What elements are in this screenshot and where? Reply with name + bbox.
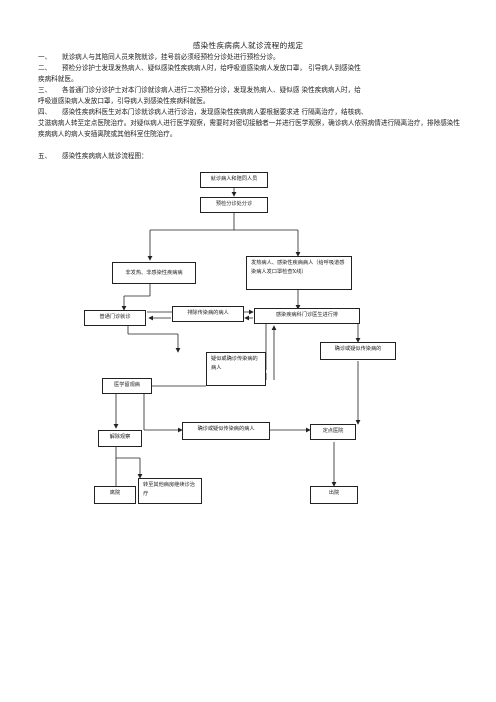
rule-1-text: 就诊病人与其陪同人员来院就诊，挂号前必须经预检分诊处进行预检分诊。 <box>62 53 280 61</box>
node-released: 解除观察 <box>98 430 142 447</box>
page-title: 感染性疾病病人就诊流程的规定 <box>192 41 304 50</box>
rule-3-text: 各普通门诊分诊护士对本门诊就诊病人进行二次预检分诊，发现发热病人、疑似感 染性疾… <box>62 86 361 94</box>
rule-5: 五、 感染性疾病病人就诊流程图： <box>38 151 462 162</box>
rule-2-text: 预检分诊护士发现发热病人、疑似感染性疾病病人时，给呼吸道感染病人发放口罩， 引导… <box>62 64 361 72</box>
node-fever: 发热病人、感染性疾病病人（给呼吸道感染病人发口罩检查X线） <box>246 256 352 290</box>
node-observation: 医学留观病 <box>102 378 152 394</box>
rule-1-number: 一、 <box>38 53 52 61</box>
rule-4: 四、 感染性疾病科医生对本门诊就诊病人进行诊治，发现感染性疾病病人要根据要求进 行… <box>38 107 462 140</box>
rule-2-continuation: 疾病科就医。 <box>38 75 78 83</box>
rule-3-continuation: 呼吸道感染病人发放口罩，引导病人到感染性疾病科就医。 <box>38 97 210 105</box>
rule-3-number: 三、 <box>38 86 52 94</box>
rule-5-text: 感染性疾病病人就诊流程图： <box>62 152 148 160</box>
node-confirmed-suspected: 确诊或疑似传染病的 <box>320 342 396 360</box>
rule-4-text: 感染性疾病科医生对本门诊就诊病人进行诊治，发现感染性疾病病人要根据要求进 行隔离… <box>62 108 368 116</box>
node-confirmed-transfer: 确诊或疑似传染病的病人 <box>182 422 270 440</box>
node-general-clinic: 普通门诊就诊 <box>84 310 146 326</box>
rule-5-number: 五、 <box>38 152 52 160</box>
rule-2-number: 二、 <box>38 64 52 72</box>
rule-1: 一、 就诊病人与其陪同人员来院就诊，挂号前必须经预检分诊处进行预检分诊。 <box>38 52 462 63</box>
node-leave: 离院 <box>94 486 136 504</box>
node-designated: 定点医院 <box>310 424 356 440</box>
node-triage: 预检分诊处分诊 <box>200 197 268 213</box>
node-discharged: 出院 <box>310 486 358 504</box>
rule-2: 二、 预检分诊护士发现发热病人、疑似感染性疾病病人时，给呼吸道感染病人发放口罩， … <box>38 63 462 85</box>
node-non-infectious: 非发热、非感染性疾病病 <box>112 262 196 284</box>
rule-4-number: 四、 <box>38 108 52 116</box>
node-transfer-other: 转至其他病房继续诊治疗 <box>138 478 202 504</box>
node-suspected: 疑似或确诊传染病的病人 <box>206 352 266 386</box>
node-excluded: 排除传染病的病人 <box>172 306 244 322</box>
rule-4-continuation: 艾滋病病人转至定点医院治疗。对疑似病人进行医学观察，需要时对密切接触者一并进行医… <box>38 119 460 138</box>
rule-3: 三、 各普通门诊分诊护士对本门诊就诊病人进行二次预检分诊，发现发热病人、疑似感 染… <box>38 85 462 107</box>
node-infect-dept: 感染疾病科门诊医生进行排 <box>254 308 360 324</box>
node-patient: 就诊病人和陪同人员 <box>200 172 268 188</box>
